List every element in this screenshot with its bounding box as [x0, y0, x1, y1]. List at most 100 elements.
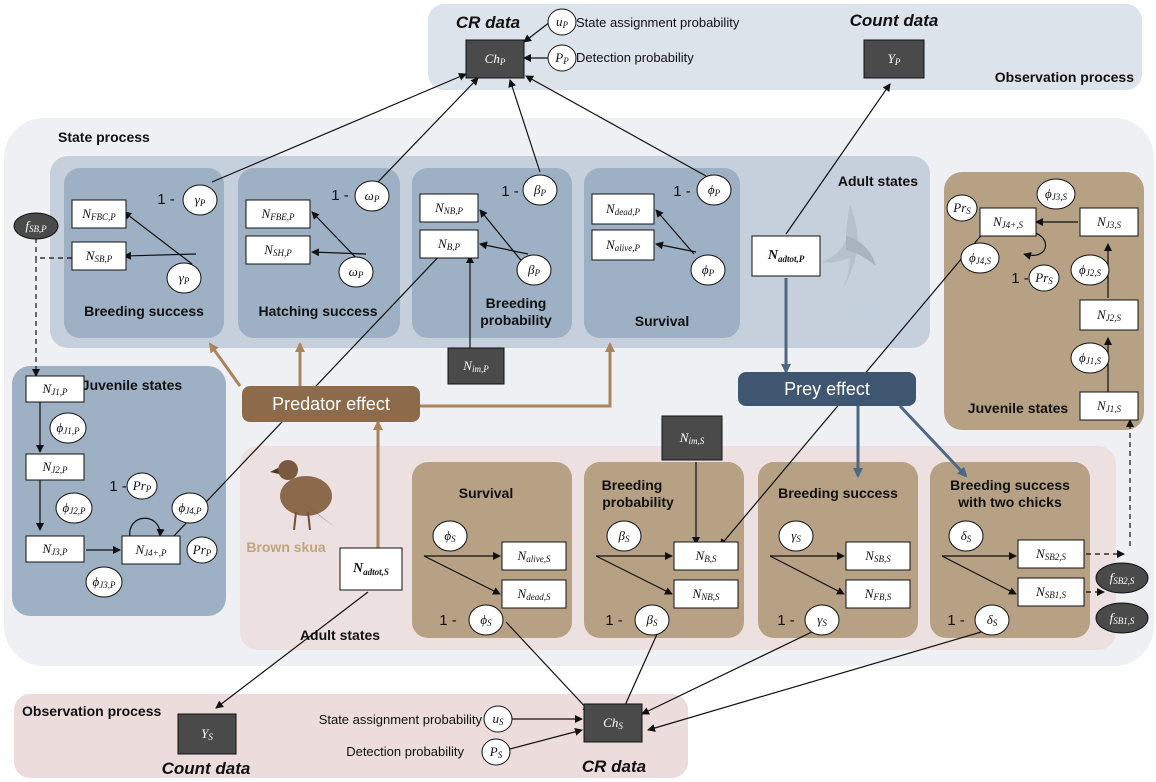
node-symbol: β: [646, 612, 654, 627]
n-j2-p-node-box: [25, 453, 85, 481]
pr-p-node-1-shape: [126, 472, 158, 500]
svg-text:γP: γP: [195, 192, 206, 208]
phi-j4-s-node-shape: [960, 242, 1000, 274]
svg-text:NJ1,S: NJ1,S: [1096, 398, 1121, 414]
beta-s-node-1-shape: [606, 520, 642, 552]
phi-j3-s-node-shape: [1036, 178, 1076, 210]
node-subscript: J3,S: [1052, 192, 1068, 202]
petrel-adult-states-label: Adult states: [838, 173, 918, 189]
node-subscript: NB,S: [700, 592, 720, 602]
node-symbol: u: [556, 14, 563, 29]
y-p-node-box: [863, 39, 925, 79]
svg-text:Nadtot,P: Nadtot,P: [767, 248, 805, 265]
n-b-p-node: NB,P: [419, 229, 479, 259]
n-im-s-node-box: [661, 415, 723, 461]
gamma-s-node-1-shape: [778, 520, 814, 552]
edge-omega-to-ch: [377, 77, 479, 183]
node-subscript: SB1,S: [1113, 616, 1135, 626]
svg-text:βP: βP: [533, 182, 546, 198]
predator-effect-arrows: [208, 342, 615, 548]
node-symbol: N: [695, 548, 706, 563]
node-symbol: N: [517, 548, 528, 563]
node-symbol: N: [1096, 307, 1107, 322]
petrel-juvenile-title: Juvenile states: [82, 377, 183, 393]
detection-label-bottom: Detection probability: [346, 744, 464, 759]
svg-text:uP: uP: [556, 14, 569, 30]
svg-text:YP: YP: [888, 51, 901, 67]
svg-text:NB,S: NB,S: [695, 548, 717, 564]
node-symbol: N: [437, 236, 448, 251]
n-fbe-p-node: NFBE,P: [245, 199, 311, 229]
phi-j2-p-node: ϕJ2,P: [55, 492, 93, 524]
node-symbol: γ: [817, 612, 823, 627]
node-subscript: P: [205, 548, 212, 558]
svg-text:ϕJ4,P: ϕJ4,P: [179, 500, 202, 516]
svg-text:ϕS: ϕS: [480, 612, 492, 628]
svg-text:NJ3,S: NJ3,S: [1096, 214, 1121, 230]
u-p-node-shape: [547, 8, 577, 36]
svg-text:βS: βS: [618, 528, 630, 544]
n-nb-p-node: NNB,P: [419, 193, 479, 223]
gamma-p-node-2-shape: [166, 262, 202, 294]
node-subscript: S: [967, 534, 972, 544]
node-symbol: Ch: [485, 51, 500, 66]
phi-s-node-1-shape: [432, 520, 468, 552]
node-subscript: P: [199, 198, 206, 208]
node-subscript: J1,S: [1086, 356, 1102, 366]
n-fbc-p-node-box: [71, 199, 127, 229]
node-subscript: adtot,P: [778, 254, 805, 264]
node-symbol: N: [81, 206, 92, 221]
node-symbol: Pr: [952, 200, 967, 215]
svg-text:fSB,P: fSB,P: [25, 218, 47, 234]
svg-text:PrS: PrS: [952, 200, 971, 216]
p-p-node-shape: [547, 44, 577, 72]
node-subscript: P: [533, 268, 540, 278]
n-b-p-node-box: [419, 229, 479, 259]
prey-effect-arrows: [781, 278, 968, 478]
node-symbol: N: [679, 430, 690, 445]
edge-nadtot-to-yp: [785, 83, 891, 235]
svg-text:ωP: ωP: [365, 188, 380, 204]
node-subscript: P: [714, 188, 721, 198]
node-subscript: FBE,P: [269, 212, 295, 222]
n-b-s-node-box: [673, 541, 739, 571]
svg-text:δS: δS: [961, 528, 972, 544]
node-subscript: P: [499, 57, 506, 67]
node-symbol: f: [1110, 570, 1116, 585]
one-minus-pr-s-label: 1 -: [1011, 270, 1029, 287]
observation-process-label-bottom: Observation process: [22, 703, 161, 719]
n-dead-p-node-box: [591, 193, 655, 225]
svg-text:fSB2,S: fSB2,S: [1110, 570, 1135, 586]
node-subscript: SB1,S: [1045, 590, 1067, 600]
node-symbol: N: [263, 242, 274, 257]
n-sb2-s-node-box: [1017, 539, 1085, 569]
observation-top-region: [428, 4, 1142, 90]
node-symbol: N: [605, 237, 616, 252]
edge-deltas-to-chs: [647, 629, 989, 732]
node-symbol: γ: [195, 192, 201, 207]
svg-text:NSB,S: NSB,S: [864, 548, 891, 564]
node-symbol: ϕ: [57, 420, 64, 435]
phi-j3-p-node-shape: [85, 566, 123, 598]
svg-text:ωP: ωP: [349, 264, 364, 280]
edge-beta-to-ch: [508, 79, 541, 173]
svg-text:NFBE,P: NFBE,P: [261, 206, 295, 222]
edge-ps-to-chs: [505, 727, 583, 751]
svg-text:Ndead,S: Ndead,S: [517, 586, 551, 602]
n-b-s-node: NB,S: [673, 541, 739, 571]
edge-ps-bp-2: [479, 241, 529, 255]
pr-p-node-1: PrP: [126, 472, 158, 500]
omega-p-node-2: ωP: [338, 256, 374, 288]
edge-phi-to-ch: [525, 75, 707, 177]
node-subscript: adtot,S: [363, 567, 389, 577]
node-subscript: S: [487, 618, 492, 628]
n-adtot-s-node-box: [339, 547, 403, 591]
node-symbol: β: [533, 182, 541, 197]
brown-skua-icon: [270, 460, 336, 531]
svg-text:ϕJ1,P: ϕJ1,P: [57, 420, 80, 436]
svg-text:NJ4+,P: NJ4+,P: [135, 542, 167, 558]
f-sb-p-node-shape: [13, 212, 59, 240]
n-sb1-s-node: NSB1,S: [1017, 577, 1085, 607]
svg-text:βS: βS: [646, 612, 658, 628]
